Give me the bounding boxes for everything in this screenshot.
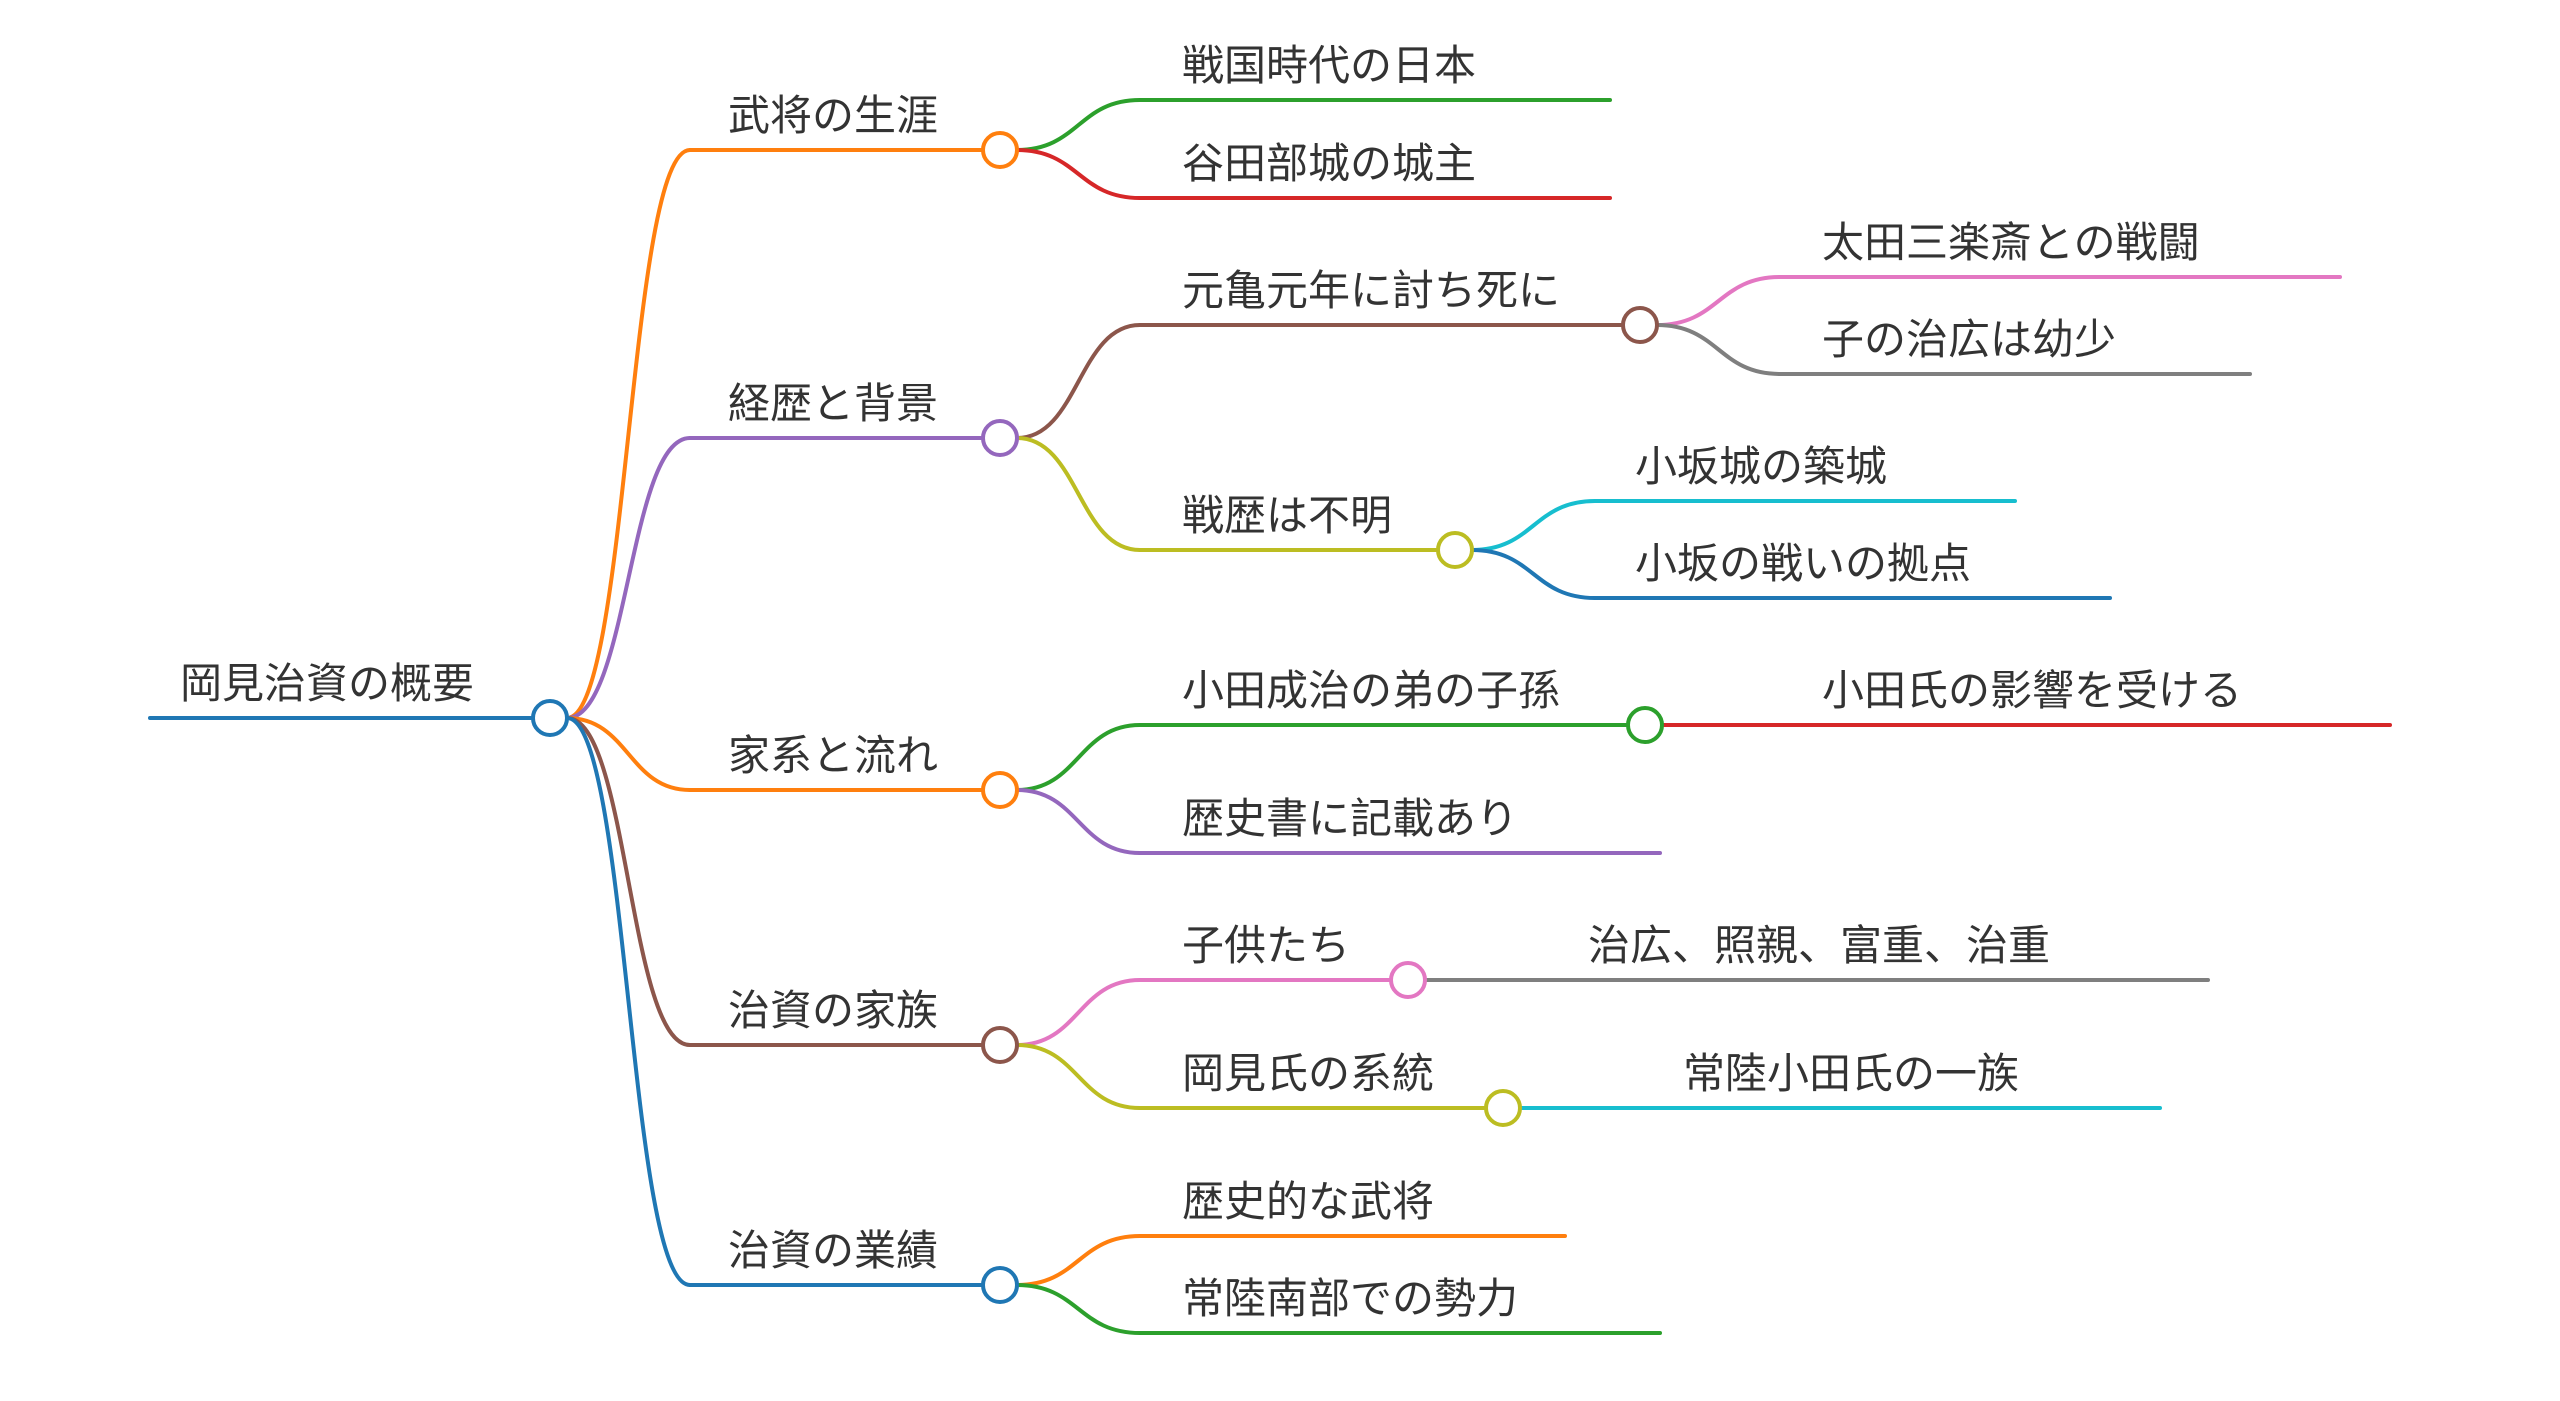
node-label: 太田三楽斎との戦闘 <box>1822 218 2200 267</box>
root-node-circle[interactable] <box>531 699 569 737</box>
node-label: 歴史的な武将 <box>1182 1177 1434 1226</box>
connector-line <box>1015 436 1142 552</box>
node-label: 経歴と背景 <box>728 379 938 428</box>
connector-line <box>1015 788 1142 855</box>
node-label: 戦国時代の日本 <box>1182 41 1476 90</box>
connector-line <box>565 436 692 720</box>
node-toggle-circle[interactable] <box>981 771 1019 809</box>
node-toggle-circle[interactable] <box>1436 531 1474 569</box>
node-label: 谷田部城の城主 <box>1182 139 1476 188</box>
connector-line <box>1015 1234 1142 1287</box>
node-label: 治資の業績 <box>728 1226 938 1275</box>
node-toggle-circle[interactable] <box>981 1266 1019 1304</box>
node-toggle-circle[interactable] <box>1621 306 1659 344</box>
node-label: 子の治広は幼少 <box>1822 315 2116 364</box>
connector-line <box>1015 978 1142 1047</box>
connector-line <box>1470 548 1597 600</box>
connector-line <box>1470 499 1597 552</box>
node-label: 歴史書に記載あり <box>1182 794 1518 843</box>
node-toggle-circle[interactable] <box>1626 706 1664 744</box>
node-toggle-circle[interactable] <box>981 419 1019 457</box>
node-toggle-circle[interactable] <box>1484 1089 1522 1127</box>
node-label: 常陸南部での勢力 <box>1182 1274 1518 1323</box>
node-label: 小坂の戦いの拠点 <box>1635 539 1971 588</box>
node-label: 武将の生涯 <box>728 91 938 140</box>
node-label: 岡見氏の系統 <box>1182 1049 1434 1098</box>
connector-line <box>1015 98 1142 152</box>
root-node-label: 岡見治資の概要 <box>180 659 474 708</box>
node-label: 常陸小田氏の一族 <box>1683 1049 2019 1098</box>
node-label: 小田成治の弟の子孫 <box>1182 666 1560 715</box>
node-label: 家系と流れ <box>728 731 938 780</box>
connector-line <box>1015 1283 1142 1335</box>
connector-line <box>1015 723 1142 792</box>
node-toggle-circle[interactable] <box>1389 961 1427 999</box>
node-label: 戦歴は不明 <box>1182 491 1392 540</box>
node-toggle-circle[interactable] <box>981 131 1019 169</box>
connector-line <box>565 716 692 1047</box>
node-label: 小田氏の影響を受ける <box>1822 666 2242 715</box>
connector-line <box>565 716 692 1287</box>
node-toggle-circle[interactable] <box>981 1026 1019 1064</box>
connector-line <box>565 148 692 720</box>
node-label: 子供たち <box>1182 921 1350 970</box>
connector-line <box>1015 323 1142 440</box>
connector-line <box>1015 148 1142 200</box>
connector-line <box>565 716 692 792</box>
connector-line <box>1655 323 1782 376</box>
node-label: 小坂城の築城 <box>1635 442 1887 491</box>
node-label: 元亀元年に討ち死に <box>1182 266 1560 315</box>
node-label: 治広、照親、富重、治重 <box>1588 921 2050 970</box>
connector-line <box>1655 275 1782 327</box>
mindmap-links <box>148 98 2392 1335</box>
node-label: 治資の家族 <box>728 986 938 1035</box>
connector-line <box>1015 1043 1142 1110</box>
